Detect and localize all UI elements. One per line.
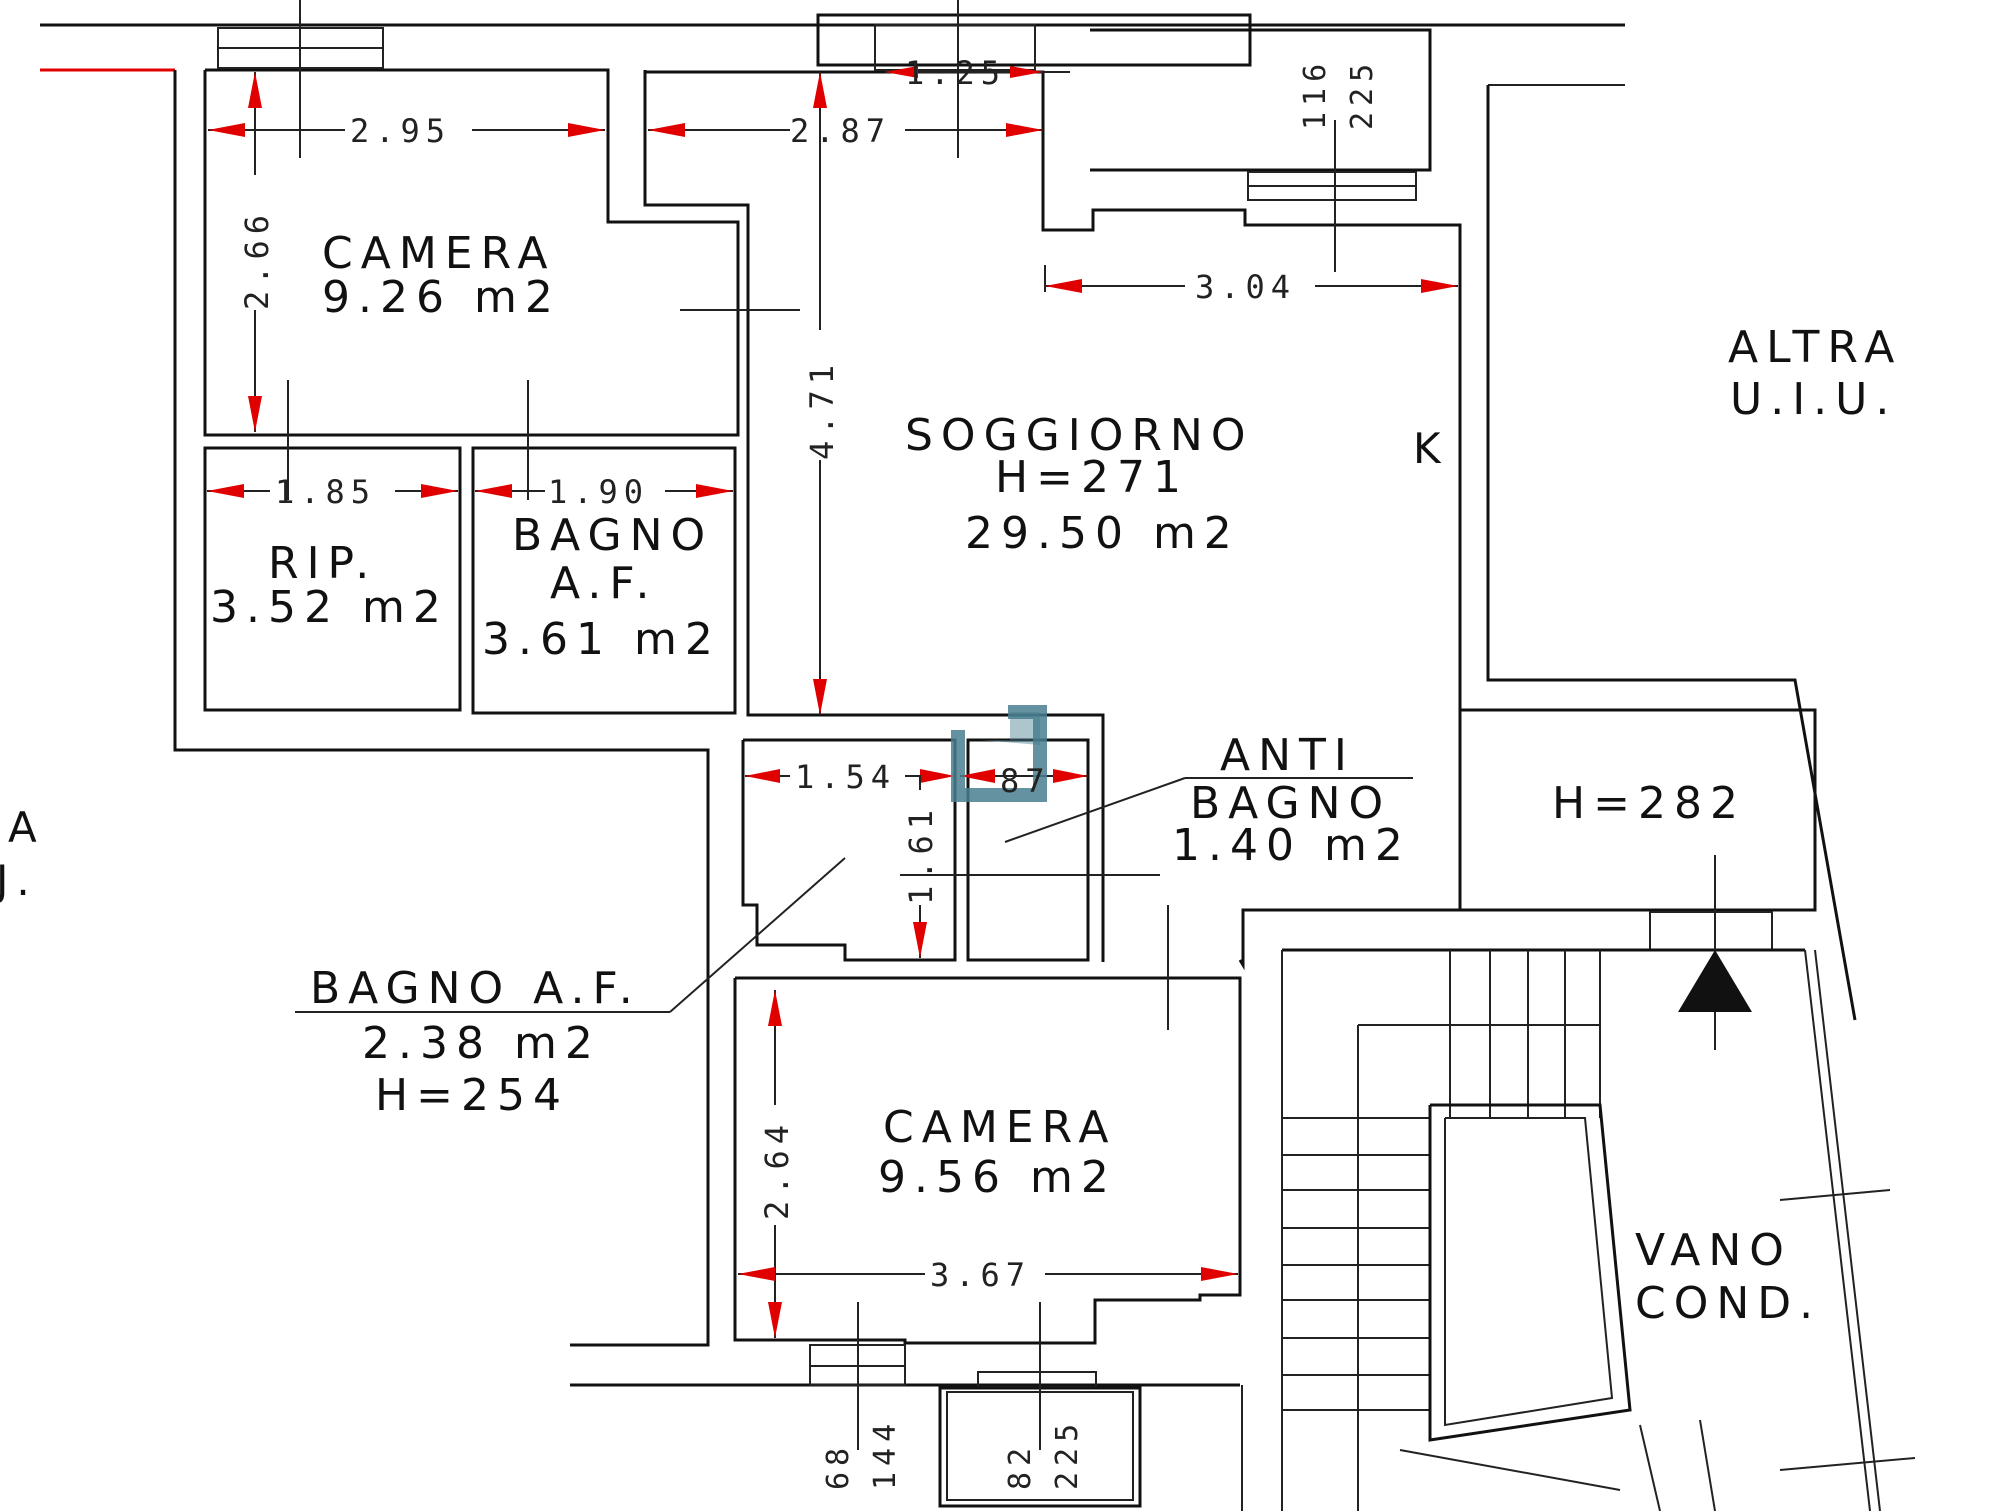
window-top-lower: 225 [1345,58,1380,130]
bagno-af-small-name: BAGNO A.F. [310,963,641,1014]
left-cut-line2: J. [0,856,38,905]
altra-line1: ALTRA [1728,322,1902,373]
dim-471: 4.71 [803,359,841,460]
camera-bottom-name: CAMERA [883,1102,1116,1153]
window-bottom2-lower: 225 [1050,1418,1085,1490]
bagno-af-small-height: H=254 [375,1070,569,1121]
dim-190: 1.90 [548,473,649,511]
dim-161: 1.61 [902,804,940,905]
dim-266: 2.66 [238,209,276,310]
dim-87: 87 [1000,762,1051,800]
rip-name: RIP. [268,538,377,589]
camera-top-area: 9.26 m2 [322,272,561,323]
rip-area: 3.52 m2 [210,582,449,633]
dimension-arrows [207,66,1458,1338]
window-top-upper: 116 [1298,58,1333,130]
dim-154: 1.54 [795,758,896,796]
bagno-af-top-line2: A.F. [550,558,658,609]
anti-bagno-line2: BAGNO [1190,778,1391,829]
dim-367: 3.67 [930,1256,1031,1294]
altra-line2: U.I.U. [1730,374,1897,425]
soggiorno-height: H=271 [995,452,1189,503]
dim-304: 3.04 [1195,268,1296,306]
watermark-logo [951,705,1047,802]
camera-top-name: CAMERA [322,228,555,279]
left-cut-line1: A [8,803,45,852]
anti-bagno-area: 1.40 m2 [1172,820,1411,871]
bagno-af-top-line1: BAGNO [512,510,713,561]
dim-287: 2.87 [790,112,891,150]
vano-line2: COND. [1635,1278,1821,1329]
dim-264: 2.64 [758,1119,796,1220]
bagno-af-top-area: 3.61 m2 [482,614,721,665]
vano-line1: VANO [1635,1225,1792,1276]
anti-bagno-line1: ANTI [1220,730,1355,781]
window-bottom1-upper: 68 [821,1442,856,1490]
window-bottom2-upper: 82 [1003,1442,1038,1490]
landing-height: H=282 [1552,778,1746,829]
dim-295: 2.95 [350,112,451,150]
dim-185: 1.85 [275,473,376,511]
bagno-af-small-area: 2.38 m2 [362,1018,601,1069]
wall-lines [40,0,1916,1511]
soggiorno-name: SOGGIORNO [905,410,1253,461]
kitchen-mark: K [1413,424,1449,473]
camera-bottom-area: 9.56 m2 [878,1152,1117,1203]
soggiorno-area: 29.50 m2 [965,508,1240,559]
dim-125: 1.25 [905,54,1006,92]
window-bottom1-lower: 144 [868,1418,903,1490]
